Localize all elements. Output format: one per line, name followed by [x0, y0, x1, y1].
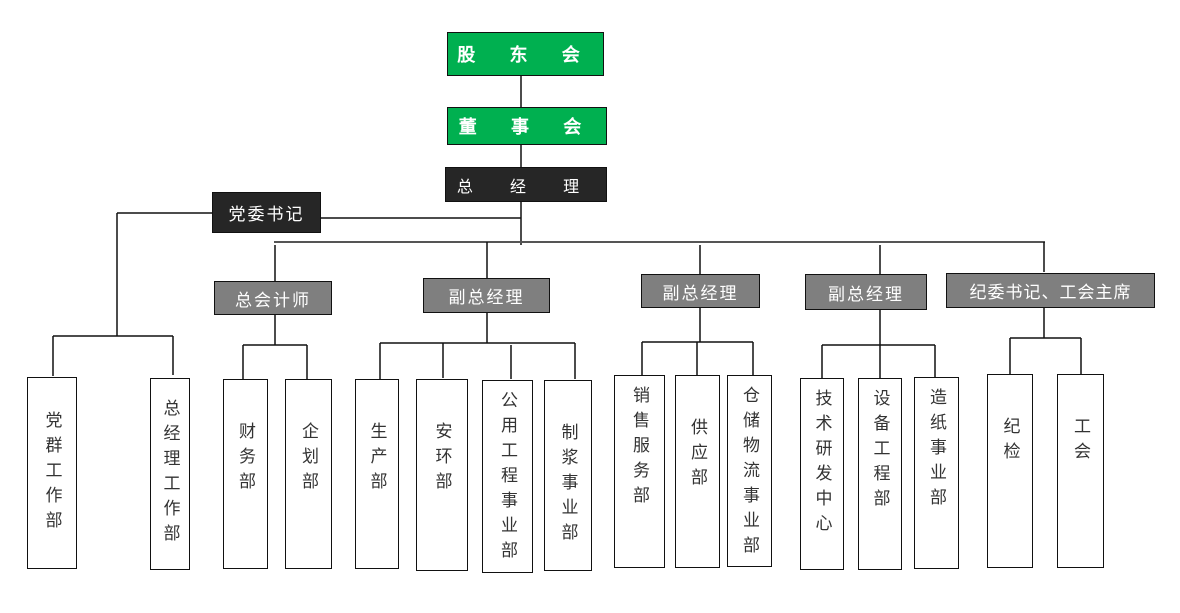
dept-labor-union: 工会 [1057, 374, 1104, 568]
general-manager-node: 总 经 理 [445, 167, 607, 202]
party-secretary-node: 党委书记 [212, 192, 321, 233]
dept-utilities-engineering: 公用工程事业部 [482, 380, 533, 573]
dept-tech-rd: 技术研发中心 [800, 378, 844, 570]
dept-sales-service: 销售服务部 [614, 375, 665, 568]
dept-papermaking: 造纸事业部 [914, 377, 959, 569]
dept-production: 生产部 [355, 379, 399, 569]
dept-finance: 财务部 [223, 379, 268, 569]
shareholders-node: 股 东 会 [447, 32, 604, 76]
dept-equipment-engineering: 设备工程部 [858, 378, 902, 570]
executive-discipline-union: 纪委书记、工会主席 [946, 273, 1155, 308]
executive-chief-accountant: 总会计师 [214, 281, 332, 315]
dept-supply: 供应部 [675, 375, 720, 568]
board-node: 董 事 会 [447, 107, 607, 145]
dept-safety-environment: 安环部 [416, 379, 468, 571]
dept-gm-office: 总经理工作部 [150, 378, 190, 570]
dept-planning: 企划部 [285, 379, 332, 569]
dept-pulping: 制浆事业部 [544, 380, 592, 571]
dept-discipline-inspection: 纪检 [987, 374, 1033, 568]
dept-party-masses: 党群工作部 [27, 377, 77, 569]
executive-vp-3: 副总经理 [805, 274, 927, 310]
dept-warehouse-logistics: 仓储物流事业部 [727, 375, 772, 567]
executive-vp-2: 副总经理 [641, 274, 760, 308]
executive-vp-1: 副总经理 [423, 278, 550, 313]
